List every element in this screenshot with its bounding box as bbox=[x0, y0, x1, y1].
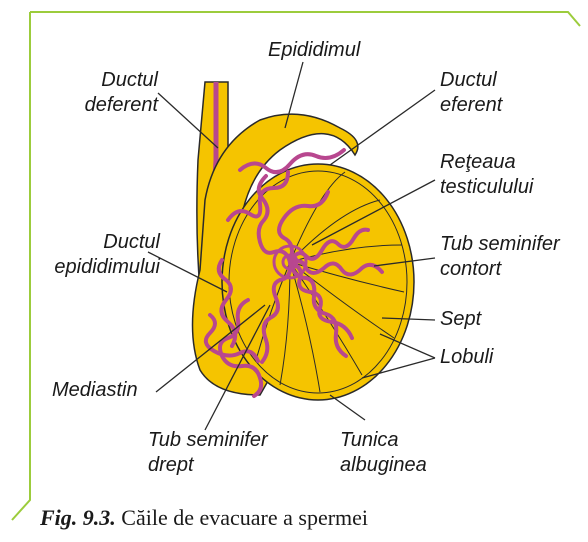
figure-number: Fig. 9.3. bbox=[40, 505, 116, 530]
label-sept: Sept bbox=[440, 307, 481, 332]
label-mediastin: Mediastin bbox=[52, 378, 138, 403]
figure-caption-text: Căile de evacuare a spermei bbox=[116, 505, 368, 530]
label-tunica-albuginea-line1: Tunica bbox=[340, 428, 427, 453]
label-ductul-deferent: Ductul deferent bbox=[62, 68, 158, 118]
label-tub-seminifer-drept-line1: Tub seminifer bbox=[148, 428, 268, 453]
label-reteaua-testiculului: Reţeaua testiculului bbox=[440, 150, 533, 200]
label-ductul-eferent-line1: Ductul bbox=[440, 68, 502, 93]
label-ductul-eferent-line2: eferent bbox=[440, 93, 502, 118]
label-ductul-epididimului-line2: epididimului bbox=[40, 255, 160, 280]
label-epididimul: Epididimul bbox=[268, 38, 360, 63]
label-ductul-deferent-line2: deferent bbox=[62, 93, 158, 118]
label-tunica-albuginea: Tunica albuginea bbox=[340, 428, 427, 478]
label-reteaua-testiculului-line2: testiculului bbox=[440, 175, 533, 200]
label-reteaua-testiculului-line1: Reţeaua bbox=[440, 150, 533, 175]
label-ductul-eferent: Ductul eferent bbox=[440, 68, 502, 118]
figure-caption: Fig. 9.3. Căile de evacuare a spermei bbox=[40, 505, 368, 531]
label-tub-seminifer-drept: Tub seminifer drept bbox=[148, 428, 268, 478]
label-tunica-albuginea-line2: albuginea bbox=[340, 453, 427, 478]
label-tub-seminifer-contort: Tub seminifer contort bbox=[440, 232, 560, 282]
label-tub-seminifer-contort-line1: Tub seminifer bbox=[440, 232, 560, 257]
label-ductul-deferent-line1: Ductul bbox=[62, 68, 158, 93]
label-tub-seminifer-drept-line2: drept bbox=[148, 453, 268, 478]
label-lobuli: Lobuli bbox=[440, 345, 493, 370]
label-ductul-epididimului-line1: Ductul bbox=[40, 230, 160, 255]
label-ductul-epididimului: Ductul epididimului bbox=[40, 230, 160, 280]
label-tub-seminifer-contort-line2: contort bbox=[440, 257, 560, 282]
